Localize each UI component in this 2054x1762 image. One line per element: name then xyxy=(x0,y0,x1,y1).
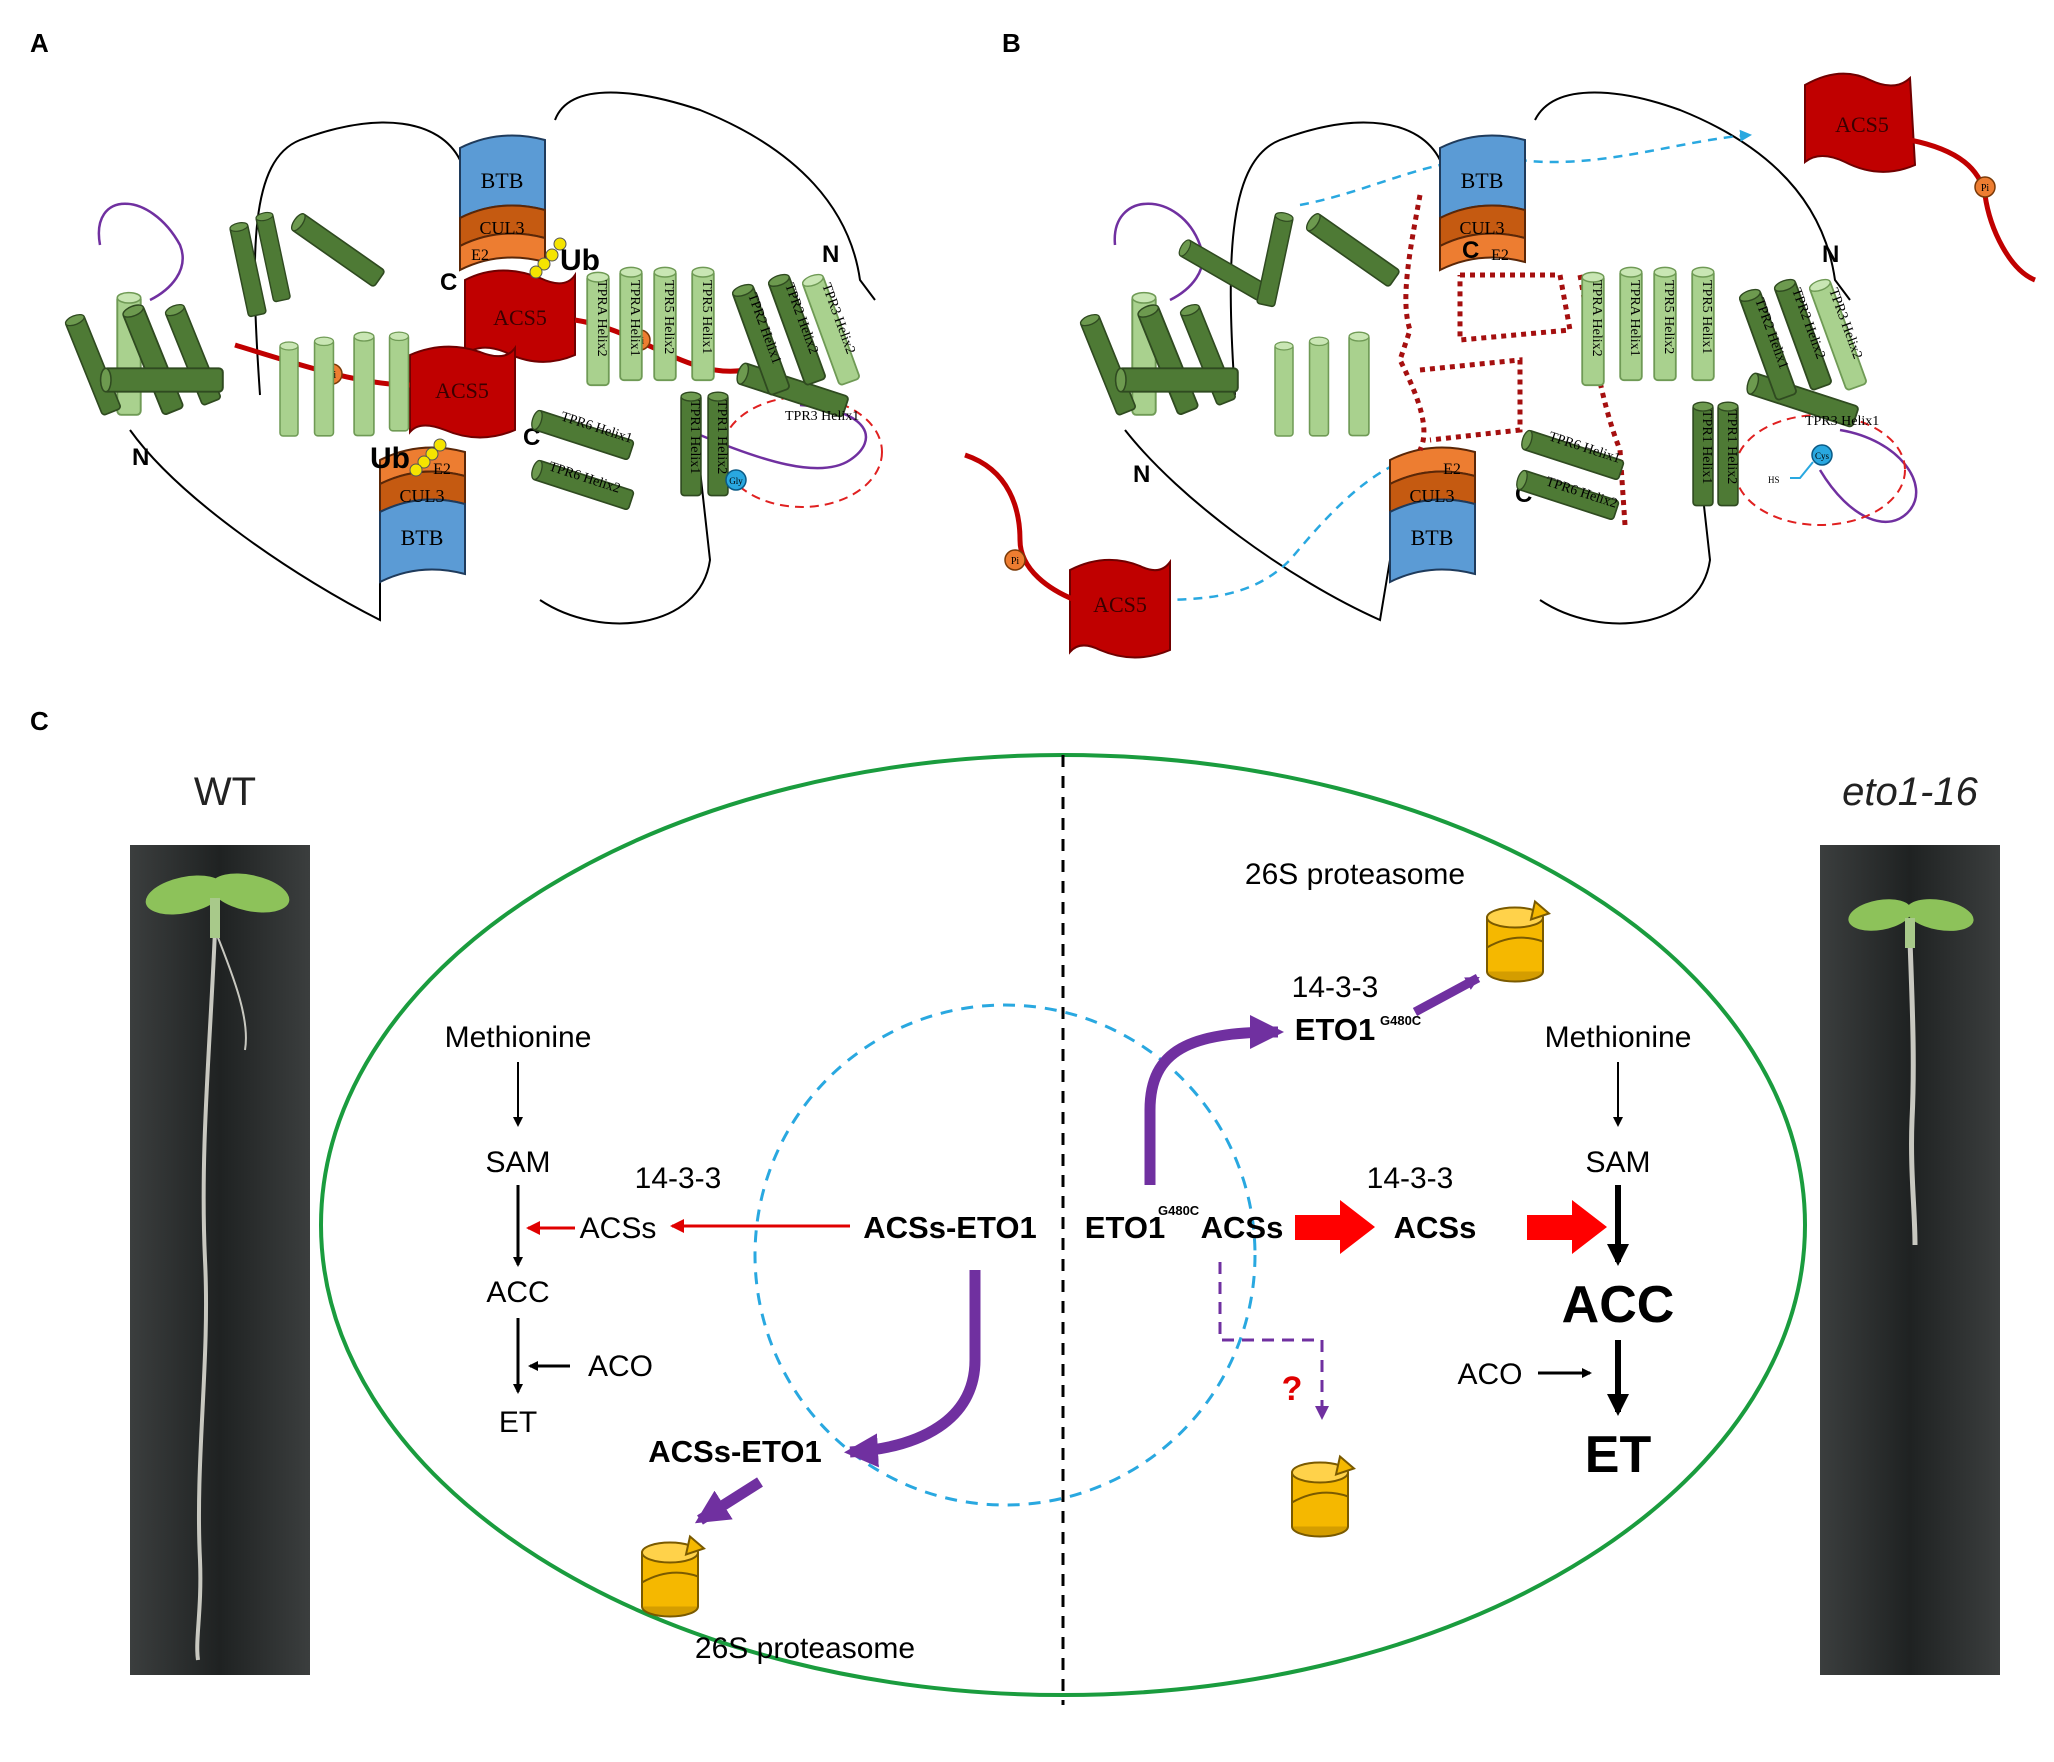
mut-red-arrow-1 xyxy=(1295,1200,1375,1254)
mut-eto1-inner-sup: G480C xyxy=(1158,1203,1200,1218)
tpr-label-a-4: TPR1 Helix2 xyxy=(714,400,729,474)
e2-label-b-top: E2 xyxy=(1491,247,1509,264)
n-terminus-b-left: N xyxy=(1133,461,1150,488)
n-terminus-a-left: N xyxy=(132,444,149,471)
c-terminus-a-top: C xyxy=(440,269,457,296)
pi-label-b2: Pi xyxy=(1011,556,1020,567)
ub-label-bottom: Ub xyxy=(370,442,410,475)
wt-aco: ACO xyxy=(588,1350,653,1383)
mut-eto1-top: ETO1 xyxy=(1295,1012,1375,1047)
panel-label-b: B xyxy=(1002,28,1021,58)
ub-chain-bottom xyxy=(409,438,447,477)
btb-label-b-bottom: BTB xyxy=(1411,525,1454,550)
wt-acss-eto1-complex: ACSs-ETO1 xyxy=(863,1210,1036,1245)
gly-label: Gly xyxy=(729,476,743,486)
mut-14-3-3-top: 14-3-3 xyxy=(1292,971,1379,1004)
mut-14-3-3: 14-3-3 xyxy=(1367,1162,1454,1195)
btb-label-top: BTB xyxy=(481,168,524,193)
mut-question-mark: ? xyxy=(1282,1370,1303,1408)
btb-label-b-top: BTB xyxy=(1461,168,1504,193)
mutant-label: eto1-16 xyxy=(1842,770,1978,814)
tpr-label-a-3: TPR5 Helix1 xyxy=(699,280,714,354)
cul3-label-bottom: CUL3 xyxy=(400,486,445,506)
tpr-label-b-3: TPR5 Helix1 xyxy=(1699,280,1714,354)
wt-proteasome-icon xyxy=(640,1535,706,1618)
helix-bundle-b-left xyxy=(1078,210,1402,438)
wt-acss-eto1-outside: ACSs-ETO1 xyxy=(648,1434,821,1469)
wt-14-3-3: 14-3-3 xyxy=(635,1162,722,1195)
wt-methionine: Methionine xyxy=(445,1021,592,1054)
mutant-seedling-photo xyxy=(1820,845,2000,1675)
panel-b: BTB CUL3 E2 E2 CUL3 BTB ACS5 Pi ACS5 Pi … xyxy=(964,72,2037,659)
cul3-label-top: CUL3 xyxy=(480,218,525,238)
e2-label-b-bottom: E2 xyxy=(1443,461,1461,478)
tpr-label-b-4: TPR1 Helix2 xyxy=(1724,410,1739,484)
tpr-helices-a: TPRA Helix2 TPRA Helix1 TPR5 Helix2 TPR5… xyxy=(528,266,862,512)
wt-seedling-photo xyxy=(130,845,310,1675)
mut-proteasome-label: 26S proteasome xyxy=(1245,858,1465,891)
tpr-label-b-1: TPRA Helix1 xyxy=(1627,280,1642,357)
wt-et: ET xyxy=(499,1406,537,1439)
tpr-label-a-1: TPRA Helix1 xyxy=(627,280,642,357)
wt-acc: ACC xyxy=(486,1276,549,1309)
ub-chain-top xyxy=(529,237,567,279)
n-terminus-a-right: N xyxy=(822,241,839,268)
btb-label-bottom: BTB xyxy=(401,525,444,550)
panel-a: BTB CUL3 E2 E2 CUL3 BTB ACS5 ACS5 Pi Pi … xyxy=(63,91,883,625)
c-terminus-b-top: C xyxy=(1462,237,1479,264)
cul3-label-b-top: CUL3 xyxy=(1460,218,1505,238)
panel-c: WT eto1-16 Methionine SAM ACC ET ACO 14-… xyxy=(130,753,2000,1705)
mut-proteasome-icon-bottom xyxy=(1290,1455,1356,1538)
acs5-label-b-bottom: ACS5 xyxy=(1093,592,1147,617)
tpr-label-b-2: TPR5 Helix2 xyxy=(1661,280,1676,354)
panel-label-a: A xyxy=(30,28,49,58)
acs5-label-top: ACS5 xyxy=(493,305,547,330)
ub-label-top: Ub xyxy=(560,244,600,277)
tpr-label-a-0: TPRA Helix2 xyxy=(594,280,609,357)
e2-label-bottom: E2 xyxy=(433,461,451,478)
cys-label: Cys xyxy=(1815,451,1830,461)
mut-aco: ACO xyxy=(1457,1358,1522,1391)
wt-proteasome-label: 26S proteasome xyxy=(695,1632,915,1665)
mut-red-arrow-2 xyxy=(1527,1200,1607,1254)
mut-acss-inner: ACSs xyxy=(1201,1210,1284,1245)
tpr-label-a-11: TPR3 Helix1 xyxy=(785,409,859,424)
tpr-label-b-11: TPR3 Helix1 xyxy=(1805,414,1879,429)
tpr-label-a-5: TPR1 Helix1 xyxy=(687,400,702,474)
mut-sam: SAM xyxy=(1585,1146,1650,1179)
mut-acc: ACC xyxy=(1562,1276,1675,1334)
pi-label-b1: Pi xyxy=(1981,183,1990,194)
tpr-helices-b: TPRA Helix2 TPRA Helix1 TPR5 Helix2 TPR5… xyxy=(1513,266,1879,522)
mut-acss-outer: ACSs xyxy=(1394,1210,1477,1245)
mut-eto1-inner: ETO1 xyxy=(1085,1210,1165,1245)
tpr-label-b-5: TPR1 Helix1 xyxy=(1699,410,1714,484)
mut-et: ET xyxy=(1585,1426,1652,1484)
tpr-label-a-2: TPR5 Helix2 xyxy=(661,280,676,354)
acs5-label-bottom: ACS5 xyxy=(435,378,489,403)
panel-label-c: C xyxy=(30,706,49,736)
mut-eto1-top-sup: G480C xyxy=(1380,1013,1422,1028)
mut-methionine: Methionine xyxy=(1545,1021,1692,1054)
e2-label-top: E2 xyxy=(471,247,489,264)
wt-label: WT xyxy=(194,770,256,814)
cul3-label-b-bottom: CUL3 xyxy=(1410,486,1455,506)
nucleus-outline xyxy=(753,1003,1257,1507)
mut-proteasome-icon-top xyxy=(1485,900,1551,983)
n-terminus-b-right: N xyxy=(1822,241,1839,268)
hs-label: HS xyxy=(1768,475,1780,485)
acs5-label-b-top: ACS5 xyxy=(1835,112,1889,137)
helix-bundle-a-left xyxy=(63,210,410,438)
wt-acss: ACSs xyxy=(580,1212,657,1245)
tpr-label-b-0: TPRA Helix2 xyxy=(1589,280,1604,357)
wt-sam: SAM xyxy=(485,1146,550,1179)
